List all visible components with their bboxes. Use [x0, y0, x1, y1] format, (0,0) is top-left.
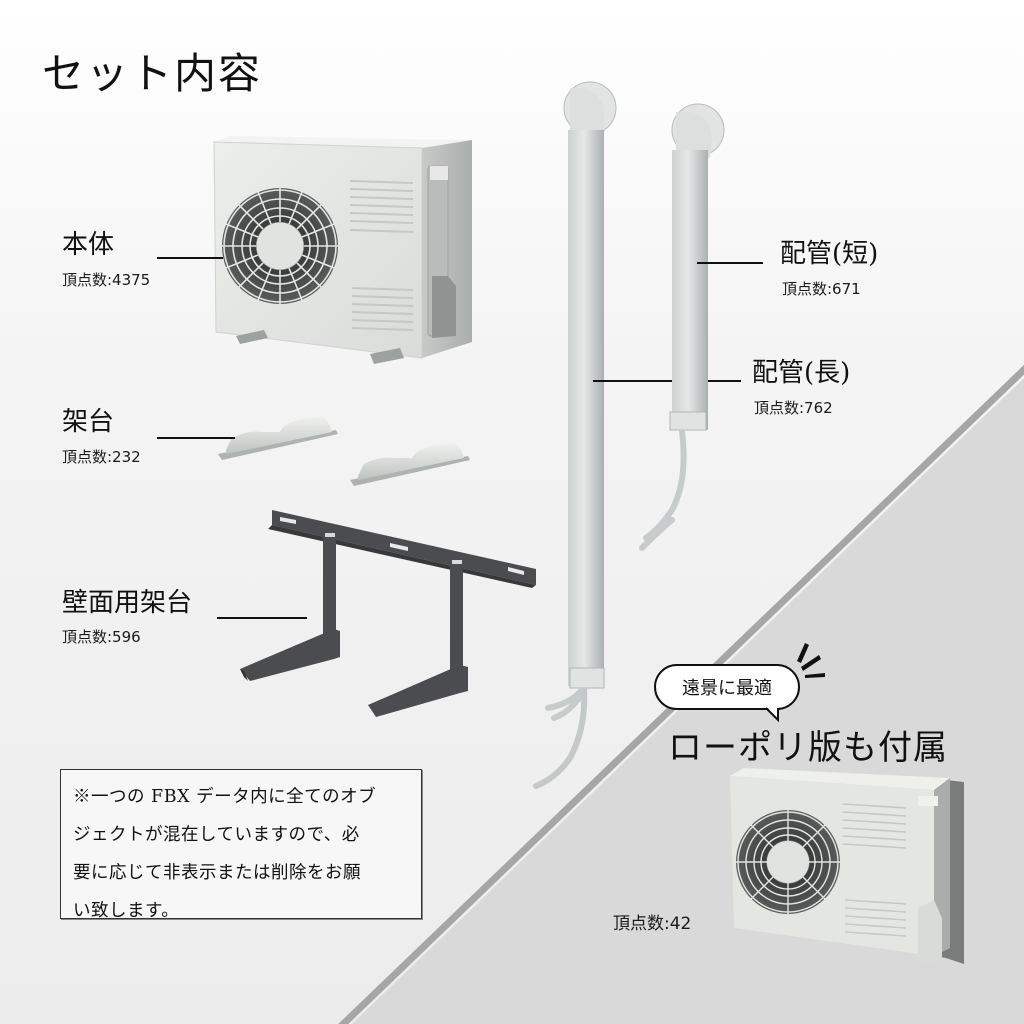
- leader-line-main-unit: [157, 257, 223, 259]
- page-title: セット内容: [42, 49, 263, 98]
- vertex-count-lowpoly: 頂点数:42: [613, 914, 692, 934]
- vertex-count-main-unit: 頂点数:4375: [62, 271, 151, 289]
- label-wall-bracket: 壁面用架台: [62, 588, 193, 618]
- note-line-4: い致します。: [73, 901, 180, 921]
- badge-best-for-distant-view: 遠景に最適: [654, 664, 800, 710]
- badge-text: 遠景に最適: [682, 678, 772, 699]
- vertex-count-pipe-long: 頂点数:762: [754, 399, 833, 417]
- wall-bracket-image: [240, 510, 536, 717]
- emphasis-marks-icon: [797, 643, 825, 678]
- lowpoly-unit-image: [730, 768, 964, 966]
- vertex-count-wall-bracket: 頂点数:596: [62, 628, 141, 646]
- fbx-note-box: ※一つの FBX データ内に全てのオブ ジェクトが混在していますので、必 要に応…: [60, 769, 422, 921]
- leader-line-wall-bracket: [217, 617, 307, 619]
- note-line-3: 要に応じて非表示または削除をお願: [73, 863, 361, 883]
- label-pipe-long: 配管(長): [752, 358, 851, 388]
- main-unit-image: [213, 136, 472, 364]
- label-main-unit: 本体: [62, 230, 115, 260]
- lowpoly-heading: ローポリ版も付属: [668, 728, 948, 768]
- base-stand-image: [218, 416, 470, 486]
- vertex-count-base-stand: 頂点数:232: [62, 448, 141, 466]
- speech-bubble-tail-icon: [765, 706, 779, 723]
- vertex-count-pipe-short: 頂点数:671: [782, 280, 861, 298]
- label-base-stand: 架台: [62, 407, 115, 437]
- note-line-2: ジェクトが混在していますので、必: [73, 825, 360, 845]
- leader-line-pipe-short: [697, 262, 763, 264]
- pipe-short-image: [639, 103, 725, 551]
- pipe-long-image: [533, 81, 617, 789]
- leader-line-base-stand: [157, 437, 235, 439]
- label-pipe-short: 配管(短): [780, 239, 879, 269]
- note-line-1: ※一つの FBX データ内に全てのオブ: [73, 787, 377, 807]
- leader-line-pipe-long: [593, 380, 741, 382]
